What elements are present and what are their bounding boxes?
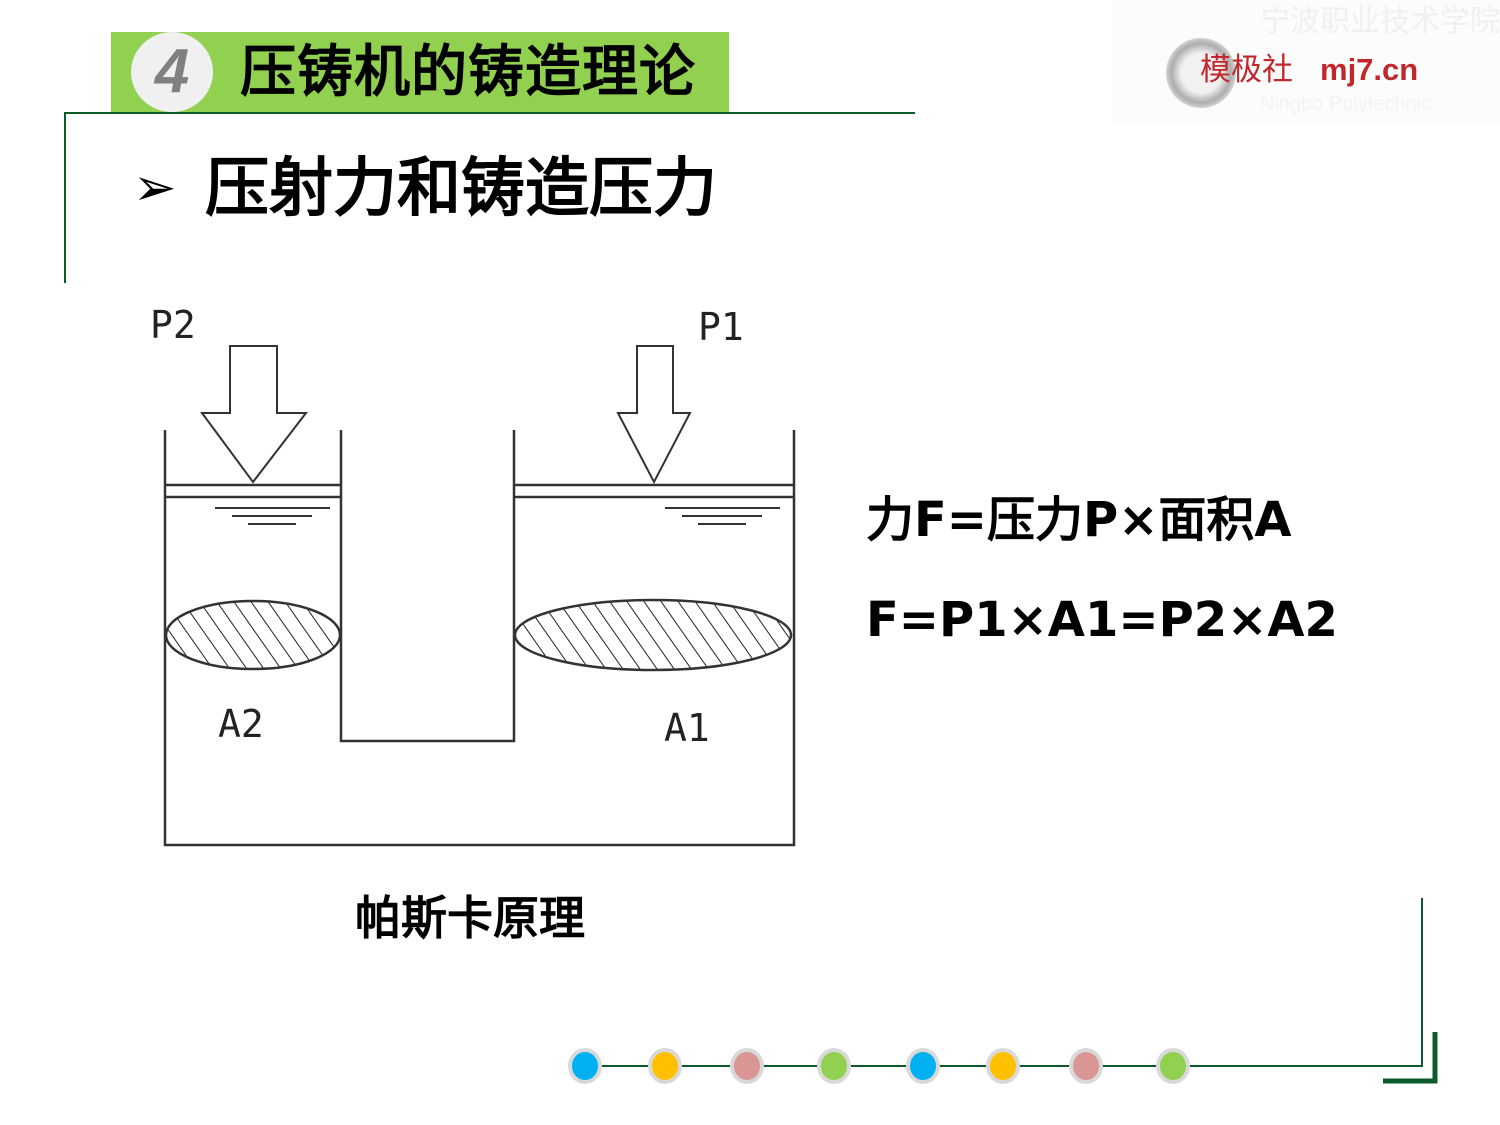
water-level-left-icon bbox=[215, 507, 330, 525]
decoration-dot bbox=[817, 1048, 851, 1084]
label-p1: P1 bbox=[698, 305, 744, 349]
header-divider bbox=[64, 112, 915, 114]
decoration-dot bbox=[730, 1048, 764, 1084]
formula-pascal: F=P1×A1=P2×A2 bbox=[866, 592, 1338, 648]
diagram-caption: 帕斯卡原理 bbox=[355, 891, 585, 945]
logo-watermark-cn: 宁波职业技术学院 bbox=[1260, 4, 1500, 39]
force-arrow-p2-icon bbox=[200, 345, 309, 484]
decoration-dot bbox=[568, 1048, 602, 1084]
force-arrow-p1-icon bbox=[616, 345, 692, 485]
decoration-dot bbox=[648, 1048, 682, 1084]
logo-url: mj7.cn bbox=[1320, 52, 1419, 87]
decoration-dot bbox=[986, 1048, 1020, 1084]
formula-force: 力F=压力P×面积A bbox=[866, 492, 1292, 548]
bullet-arrow-icon: ➢ bbox=[133, 158, 177, 218]
section-title: 压射力和铸造压力 bbox=[205, 152, 717, 226]
label-p2: P2 bbox=[150, 303, 196, 347]
section-number: 4 bbox=[154, 37, 190, 106]
decoration-dot bbox=[1156, 1048, 1190, 1084]
header-title: 压铸机的铸造理论 bbox=[240, 40, 696, 105]
water-level-right-icon bbox=[665, 507, 780, 525]
left-divider bbox=[64, 113, 66, 283]
logo-watermark-en: Ningbo Polytechnic bbox=[1260, 93, 1432, 115]
decoration-dot bbox=[906, 1048, 940, 1084]
decoration-dot bbox=[1069, 1048, 1103, 1084]
label-a2: A2 bbox=[218, 702, 264, 746]
area-a2-ellipse bbox=[164, 599, 342, 671]
section-number-badge bbox=[131, 32, 213, 112]
logo-brand: 模极社 bbox=[1200, 52, 1293, 88]
header-band bbox=[111, 32, 729, 112]
area-a1-ellipse bbox=[513, 598, 793, 672]
corner-bracket bbox=[1383, 1032, 1438, 1084]
label-a1: A1 bbox=[664, 706, 710, 750]
school-seal-icon bbox=[1166, 38, 1236, 108]
